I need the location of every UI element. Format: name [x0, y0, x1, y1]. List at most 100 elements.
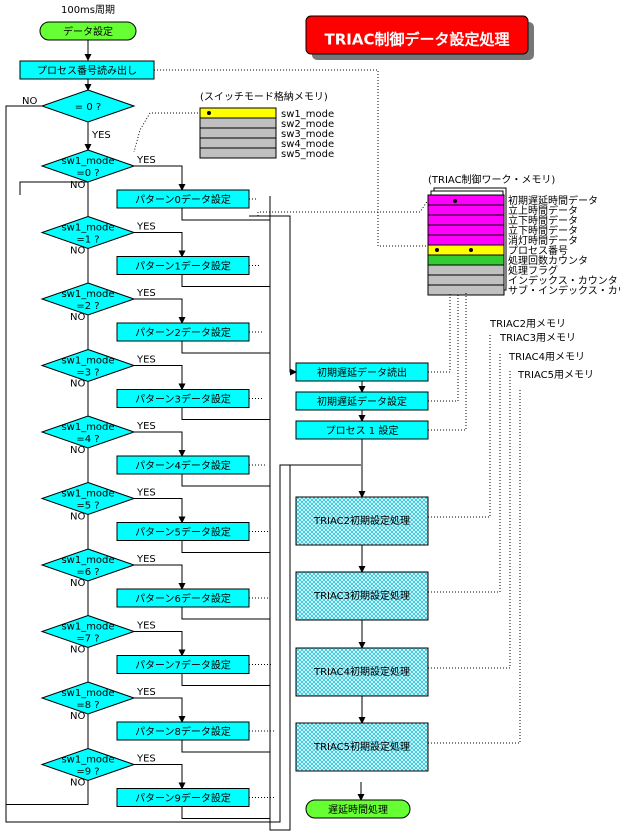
mode-decision-value-2: =2 ? [76, 301, 99, 312]
process-zero-label: = 0 ? [75, 102, 101, 113]
pattern-label-9: パターン9データ設定 [135, 792, 231, 805]
no-label-3: NO [70, 379, 85, 390]
triac-init-label-2: TRIAC2初期設定処理 [313, 514, 410, 527]
mode-decision-value-8: =8 ? [76, 700, 99, 711]
work-memory-title: (TRIAC制御ワーク・メモリ) [428, 173, 555, 186]
pattern-label-4: パターン4データ設定 [135, 459, 231, 472]
pattern-label-2: パターン2データ設定 [135, 326, 231, 339]
work-memory-label-2: 立下時間データ [508, 214, 578, 227]
yes-label-0: YES [136, 155, 156, 166]
triac-memory-label-3: TRIAC3用メモリ [499, 333, 576, 344]
yes-label-7: YES [136, 621, 156, 632]
triac-init-label-3: TRIAC3初期設定処理 [313, 589, 410, 602]
no-label-1: NO [70, 246, 85, 257]
mode-decision-var-3: sw1_mode [61, 356, 114, 367]
triac-init-4 [295, 647, 429, 697]
pattern-label-5: パターン5データ設定 [135, 526, 231, 539]
mode-decision-value-0: =0 ? [76, 168, 99, 179]
switch-memory-title: (スイッチモード格納メモリ) [200, 90, 328, 103]
no-label-8: NO [70, 711, 85, 722]
no-label-4: NO [70, 445, 85, 456]
init-step-label-2: プロセス 1 設定 [326, 424, 399, 437]
triac-init-2 [295, 496, 429, 546]
pattern-label-7: パターン7データ設定 [135, 659, 231, 672]
switch-memory-row-2 [199, 127, 277, 139]
mode-decision-var-2: sw1_mode [61, 289, 114, 300]
no-label-6: NO [70, 578, 85, 589]
no-label-0: NO [70, 180, 85, 191]
work-memory-label-4: 消灯時間データ [508, 234, 578, 247]
work-memory-label-9: サブ・インデックス・カウンタ [508, 284, 620, 297]
mode-decision-value-7: =7 ? [76, 634, 99, 645]
work-memory-row-6 [427, 254, 505, 266]
yes-label-4: YES [136, 421, 156, 432]
start-label: データ設定 [63, 25, 113, 38]
mode-decision-value-5: =5 ? [76, 501, 99, 512]
work-memory-row-0 [427, 194, 505, 206]
mode-decision-value-4: =4 ? [76, 434, 99, 445]
no-label-9: NO [70, 778, 85, 789]
work-memory-label-8: インデックス・カウンタ [508, 274, 618, 287]
pattern-label-3: パターン3データ設定 [135, 393, 231, 406]
no-label-2: NO [70, 312, 85, 323]
no-label: NO [22, 96, 37, 107]
read-process-label: プロセス番号読み出し [37, 64, 137, 77]
work-memory-label-0: 初期遅延時間データ [508, 194, 598, 207]
switch-memory-row-4 [199, 147, 277, 159]
yes-label-5: YES [136, 488, 156, 499]
mode-decision-var-1: sw1_mode [61, 223, 114, 234]
triac-memory-label-2: TRIAC2用メモリ [489, 319, 566, 330]
switch-memory-label-0: sw1_mode [281, 109, 334, 120]
yes-label-8: YES [136, 687, 156, 698]
yes-label-6: YES [136, 554, 156, 565]
triac-init-steps: TRIAC2初期設定処理 TRIAC3初期設定処理 TRIAC4初期設定処理 TRIA… [295, 496, 429, 772]
work-memory-row-5 [427, 244, 505, 256]
yes-label-3: YES [136, 355, 156, 366]
pattern-label-6: パターン6データ設定 [135, 592, 231, 605]
yes-label-2: YES [136, 288, 156, 299]
switch-memory-label-1: sw2_mode [281, 119, 334, 130]
work-memory-label-3: 立下時間データ [508, 224, 578, 237]
mode-decision-value-6: =6 ? [76, 567, 99, 578]
mode-decision-value-1: =1 ? [76, 235, 99, 246]
work-memory-label-1: 立上時間データ [508, 204, 578, 217]
mode-decision-var-7: sw1_mode [61, 622, 114, 633]
switch-memory-row-3 [199, 137, 277, 149]
mode-decision-value-9: =9 ? [76, 767, 99, 778]
pattern-label-1: パターン1データ設定 [135, 260, 231, 273]
yes-label-1: YES [136, 222, 156, 233]
work-memory-row-8 [427, 274, 505, 286]
switch-memory-label-3: sw4_mode [281, 139, 334, 150]
no-label-7: NO [70, 645, 85, 656]
pattern-label-8: パターン8データ設定 [135, 725, 231, 738]
mode-decision-var-6: sw1_mode [61, 555, 114, 566]
work-memory-row-4 [427, 234, 505, 246]
switch-memory-row-1 [199, 117, 277, 129]
mode-decision-var-4: sw1_mode [61, 422, 114, 433]
work-memory: (TRIAC制御ワーク・メモリ) 初期遅延時間データ立上時間データ立下時間データ… [427, 173, 620, 297]
triac-init-5 [295, 722, 429, 772]
work-memory-label-6: 処理回数カウンタ [508, 254, 588, 267]
switch-memory-label-2: sw3_mode [281, 129, 334, 140]
work-memory-row-1 [427, 204, 505, 216]
work-memory-row-7 [427, 264, 505, 276]
mode-decision-var-5: sw1_mode [61, 489, 114, 500]
work-memory-row-9 [427, 284, 505, 296]
switch-memory-label-4: sw5_mode [281, 149, 334, 160]
init-step-label-1: 初期遅延データ設定 [317, 395, 407, 408]
mode-decision-var-0: sw1_mode [61, 156, 114, 167]
mode-decision-var-8: sw1_mode [61, 688, 114, 699]
pattern-label-0: パターン0データ設定 [135, 193, 231, 206]
no-label-5: NO [70, 512, 85, 523]
work-memory-label-7: 処理フラグ [508, 264, 558, 277]
triac-init-label-5: TRIAC5初期設定処理 [313, 740, 410, 753]
switch-memory: (スイッチモード格納メモリ) sw1_modesw2_modesw3_modes… [199, 90, 334, 160]
init-step-label-0: 初期遅延データ読出 [317, 366, 407, 379]
end-terminal [305, 799, 411, 819]
triac-init-label-4: TRIAC4初期設定処理 [313, 665, 410, 678]
mode-decision-var-9: sw1_mode [61, 755, 114, 766]
